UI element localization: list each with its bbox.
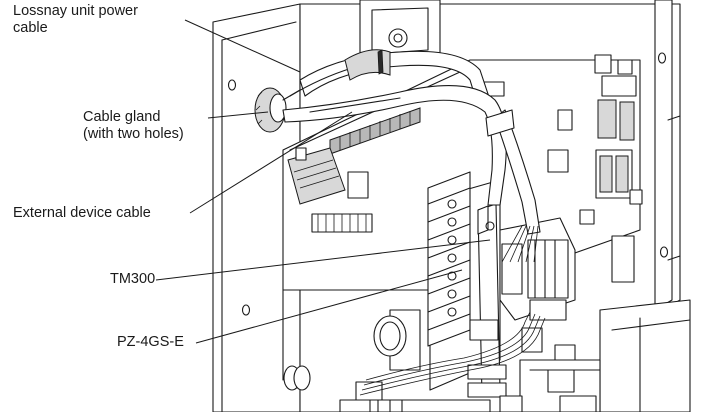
label-power-cable-line1: Lossnay unit power	[13, 3, 138, 19]
lower-components	[283, 309, 601, 412]
label-tm300: TM300	[110, 271, 156, 287]
leader-cable-gland	[207, 111, 269, 119]
label-power-cable-line2: cable	[13, 20, 48, 36]
external-device-cable	[282, 85, 546, 396]
leader-pz-4gs-e	[195, 269, 463, 344]
label-cable-gland-line1: Cable gland	[83, 109, 161, 125]
label-cable-gland-line2: (with two holes)	[83, 126, 184, 142]
label-external-device-cable: External device cable	[13, 205, 151, 221]
label-pz-4gs-e: PZ-4GS-E	[117, 334, 184, 350]
leader-lines	[155, 19, 491, 344]
cable-gland	[254, 87, 287, 133]
leader-tm300	[155, 239, 491, 281]
label-cable-gland: Cable gland (with two holes)	[83, 109, 184, 143]
leader-external-cable	[189, 111, 353, 214]
leader-power-cable	[184, 19, 301, 73]
label-power-cable: Lossnay unit power cable	[13, 3, 138, 37]
cable-tie	[485, 109, 515, 137]
pz-4gs-e-board	[427, 171, 576, 398]
